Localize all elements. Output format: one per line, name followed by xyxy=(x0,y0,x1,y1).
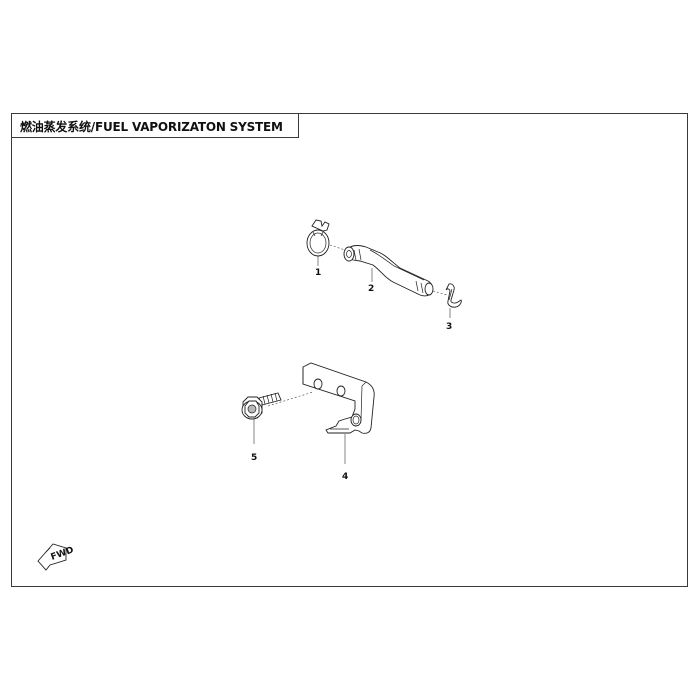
forward-arrow-icon: FWD xyxy=(37,543,75,571)
part-2-vapor-hose[interactable] xyxy=(343,245,434,297)
part-3-spring-clamp[interactable] xyxy=(445,283,462,308)
part-5-flange-bolt[interactable] xyxy=(241,392,282,420)
callout-2: 2 xyxy=(368,284,374,294)
diagram-title: 燃油蒸发系统/FUEL VAPORIZATON SYSTEM xyxy=(20,120,283,134)
part-1-hose-clamp[interactable] xyxy=(306,219,330,257)
callout-5: 5 xyxy=(251,453,257,463)
callout-1: 1 xyxy=(315,268,321,278)
alignment-line-3 xyxy=(432,290,448,296)
part-4-bracket[interactable] xyxy=(302,362,375,434)
title-block xyxy=(11,113,299,138)
callout-3: 3 xyxy=(446,322,452,332)
drawing-frame xyxy=(11,113,688,587)
callout-4: 4 xyxy=(342,472,348,482)
alignment-line-1 xyxy=(329,244,349,252)
